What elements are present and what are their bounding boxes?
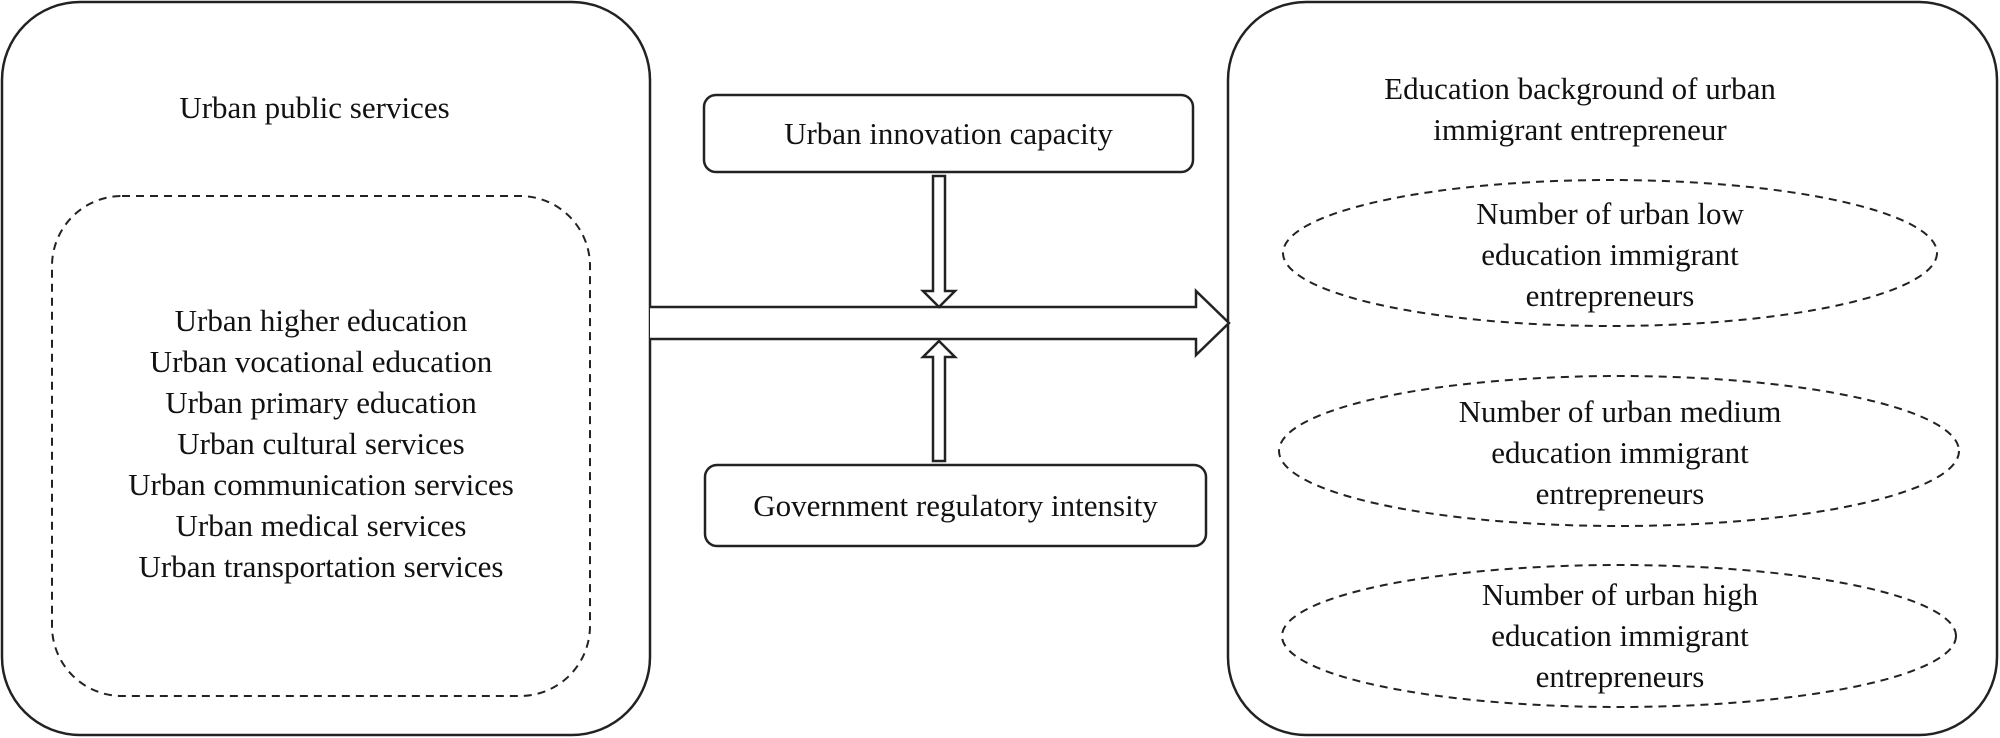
outcome-high-label: Number of urban high education immigrant… — [1481, 577, 1759, 694]
list-item: Urban vocational education — [149, 344, 493, 379]
right-panel-title: Education background of urban immigrant … — [1384, 71, 1776, 147]
left-items-dashed-box — [51, 195, 591, 697]
outcome-low-ellipse — [1282, 179, 1938, 327]
outcome-low-label: Number of urban low education immigrant … — [1476, 196, 1744, 313]
right-panel-box — [1226, 0, 1999, 737]
list-item: Urban primary education — [165, 385, 477, 420]
moderator-bottom-box — [703, 463, 1208, 548]
main-arrow — [650, 288, 1231, 358]
outcome-medium-label: Number of urban medium education immigra… — [1458, 394, 1782, 511]
moderator-bottom-up-arrow — [919, 339, 959, 463]
list-item: Urban transportation services — [138, 549, 504, 584]
outcome-medium-ellipse — [1278, 375, 1960, 527]
left-panel-title: Urban public services — [179, 90, 450, 125]
list-item: Urban communication services — [128, 467, 514, 502]
list-item: Urban higher education — [174, 303, 468, 338]
moderator-top-box — [702, 93, 1195, 174]
moderator-top-label: Urban innovation capacity — [784, 116, 1113, 151]
outcome-high-ellipse — [1281, 564, 1957, 708]
list-item: Urban medical services — [175, 508, 467, 543]
left-items-list: Urban higher education Urban vocational … — [60, 300, 582, 587]
moderator-top-down-arrow — [919, 174, 959, 309]
moderator-bottom-label: Government regulatory intensity — [753, 488, 1158, 523]
list-item: Urban cultural services — [177, 426, 465, 461]
left-panel-box — [0, 0, 652, 737]
